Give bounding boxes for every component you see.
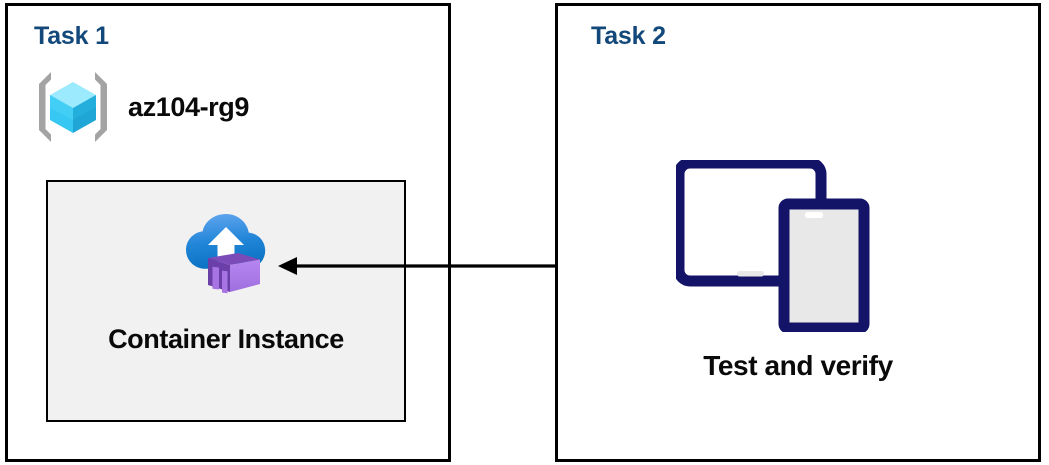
container-instance-box: Container Instance xyxy=(46,180,406,422)
panel-task-2-title: Task 2 xyxy=(591,22,666,50)
tablet-and-phone-icon xyxy=(676,160,870,332)
container-instance-label: Container Instance xyxy=(108,324,344,354)
resource-group-row: az104-rg9 xyxy=(34,68,249,146)
test-and-verify-label: Test and verify xyxy=(703,350,893,381)
panel-task-1: Task 1 az104-rg9 xyxy=(5,3,451,462)
azure-container-instance-icon xyxy=(186,214,266,294)
resource-group-label: az104-rg9 xyxy=(128,91,249,122)
panel-task-1-title: Task 1 xyxy=(34,22,109,50)
azure-resource-group-icon xyxy=(39,72,107,142)
